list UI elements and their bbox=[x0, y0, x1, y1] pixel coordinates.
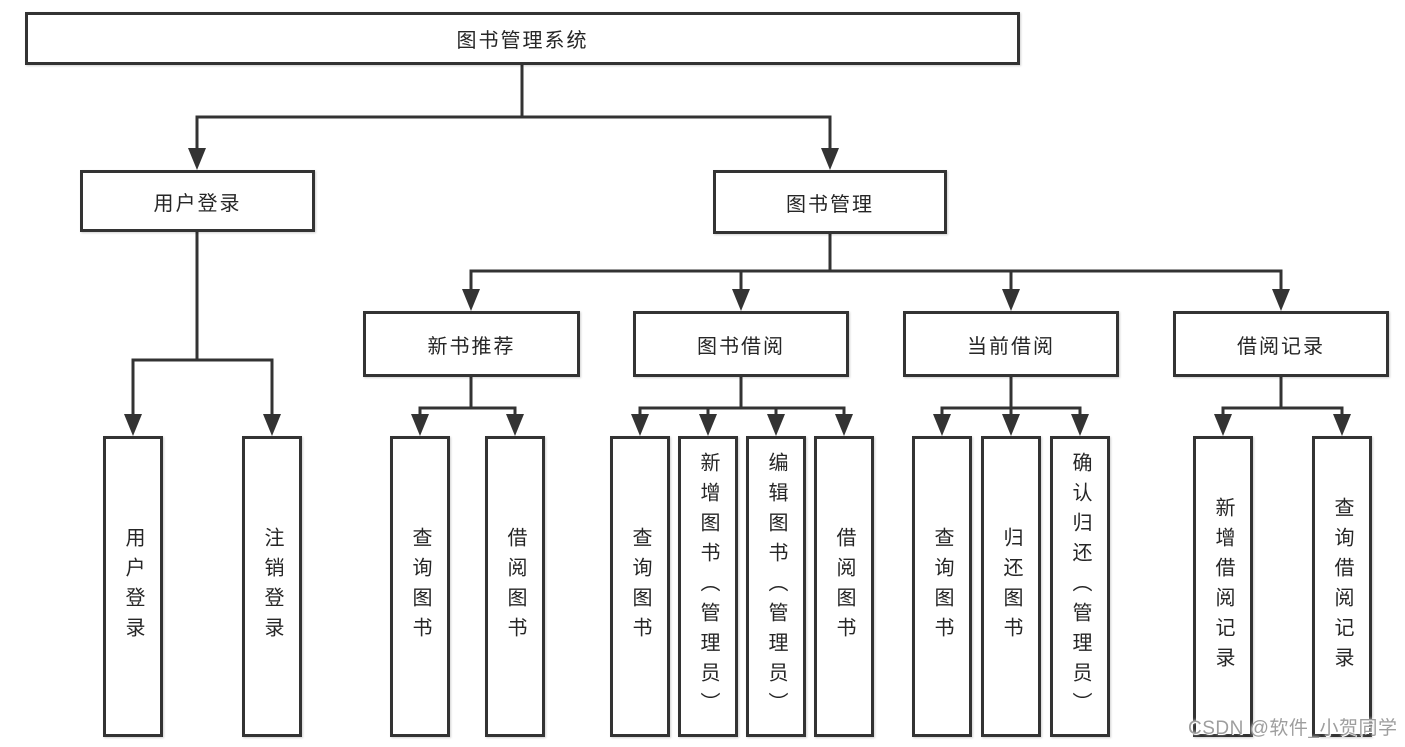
arrowhead bbox=[933, 414, 951, 436]
arrowhead bbox=[124, 414, 142, 436]
leaf-label: 新增借阅记录 bbox=[1212, 496, 1234, 677]
arrowhead bbox=[506, 414, 524, 436]
arrowhead bbox=[411, 414, 429, 436]
arrowhead bbox=[1071, 414, 1089, 436]
leaf-edit-books-admin: 编辑图书（管理员） bbox=[746, 436, 806, 737]
node-book-management: 图书管理 bbox=[713, 170, 947, 234]
leaf-add-books-admin: 新增图书（管理员） bbox=[678, 436, 738, 737]
arrowhead bbox=[821, 148, 839, 170]
leaf-query-borrow-record: 查询借阅记录 bbox=[1312, 436, 1372, 737]
leaf-logout: 注销登录 bbox=[242, 436, 302, 737]
arrowhead bbox=[1333, 414, 1351, 436]
leaf-label: 编辑图书（管理员） bbox=[765, 451, 787, 722]
leaf-query-books-borrow: 查询图书 bbox=[610, 436, 670, 737]
arrowhead bbox=[767, 414, 785, 436]
leaf-return-books: 归还图书 bbox=[981, 436, 1041, 737]
arrowhead bbox=[1272, 289, 1290, 311]
leaf-label: 借阅图书 bbox=[504, 526, 526, 647]
node-book-borrowing: 图书借阅 bbox=[633, 311, 849, 377]
arrowhead bbox=[1214, 414, 1232, 436]
leaf-user-login: 用户登录 bbox=[103, 436, 163, 737]
leaf-borrow-books-recommend: 借阅图书 bbox=[485, 436, 545, 737]
leaf-label: 确认归还（管理员） bbox=[1069, 451, 1091, 722]
leaf-label: 查询图书 bbox=[629, 526, 651, 647]
leaf-label: 新增图书（管理员） bbox=[697, 451, 719, 722]
leaf-query-books-recommend: 查询图书 bbox=[390, 436, 450, 737]
node-new-book-recommendation: 新书推荐 bbox=[363, 311, 580, 377]
leaf-label: 注销登录 bbox=[261, 526, 283, 647]
arrowhead bbox=[1002, 289, 1020, 311]
leaf-label: 用户登录 bbox=[122, 526, 144, 647]
leaf-label: 查询图书 bbox=[931, 526, 953, 647]
leaf-label: 借阅图书 bbox=[833, 526, 855, 647]
leaf-add-borrow-record: 新增借阅记录 bbox=[1193, 436, 1253, 737]
leaf-label: 归还图书 bbox=[1000, 526, 1022, 647]
node-borrowing-records: 借阅记录 bbox=[1173, 311, 1389, 377]
leaf-confirm-return-admin: 确认归还（管理员） bbox=[1050, 436, 1110, 737]
leaf-label: 查询借阅记录 bbox=[1331, 496, 1353, 677]
arrowhead bbox=[835, 414, 853, 436]
node-current-borrowing: 当前借阅 bbox=[903, 311, 1119, 377]
arrowhead bbox=[462, 289, 480, 311]
leaf-borrow-books: 借阅图书 bbox=[814, 436, 874, 737]
csdn-watermark: CSDN @软件_小贺同学 bbox=[1188, 718, 1398, 739]
node-user-login: 用户登录 bbox=[80, 170, 315, 232]
arrowhead bbox=[732, 289, 750, 311]
arrowhead bbox=[263, 414, 281, 436]
arrowhead bbox=[631, 414, 649, 436]
arrowhead bbox=[1002, 414, 1020, 436]
leaf-query-books-current: 查询图书 bbox=[912, 436, 972, 737]
arrowhead bbox=[188, 148, 206, 170]
leaf-label: 查询图书 bbox=[409, 526, 431, 647]
arrowhead bbox=[699, 414, 717, 436]
node-library-management-system: 图书管理系统 bbox=[25, 12, 1020, 65]
